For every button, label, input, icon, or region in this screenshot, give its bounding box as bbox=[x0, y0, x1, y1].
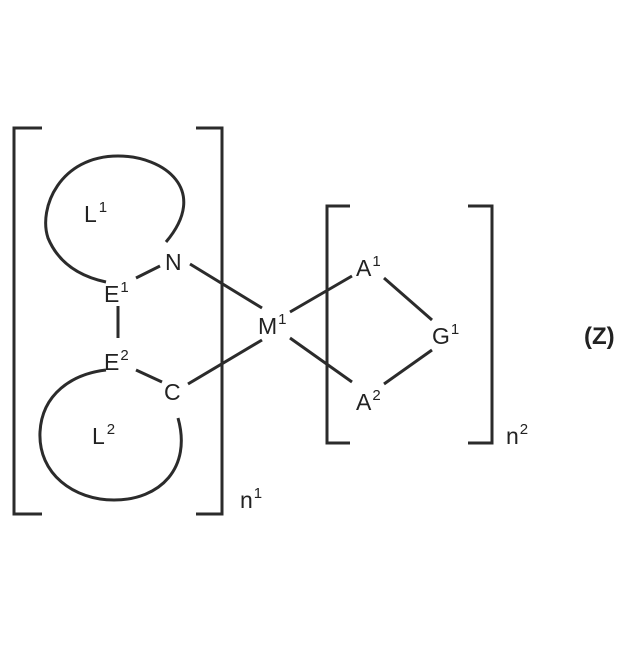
right-bracket-open bbox=[327, 206, 350, 443]
atom-a1: A1 bbox=[356, 253, 381, 281]
bond-c-m1 bbox=[188, 340, 262, 384]
bond-n-m1 bbox=[190, 264, 262, 308]
left-bracket-open bbox=[14, 128, 42, 514]
atom-a2: A2 bbox=[356, 387, 381, 415]
bond-m1-a1 bbox=[290, 276, 352, 312]
bond-a2-g1 bbox=[384, 350, 432, 384]
atom-l1: L1 bbox=[84, 199, 107, 227]
atom-n: N bbox=[165, 249, 182, 275]
left-bracket-close bbox=[196, 128, 222, 514]
subscript-n2: n2 bbox=[506, 421, 528, 449]
atom-e1: E1 bbox=[104, 279, 129, 307]
atom-l2: L2 bbox=[92, 421, 115, 449]
bond-e2-c bbox=[136, 370, 162, 382]
atom-m1: M1 bbox=[258, 311, 287, 339]
formula-label: (Z) bbox=[584, 323, 615, 350]
bond-e1-n bbox=[136, 266, 160, 278]
bond-m1-a2 bbox=[290, 338, 352, 382]
atom-c: C bbox=[164, 379, 181, 405]
atom-g1: G1 bbox=[432, 321, 459, 349]
bond-a1-g1 bbox=[384, 278, 432, 320]
ring-l1-arc bbox=[46, 156, 184, 282]
subscript-n1: n1 bbox=[240, 485, 262, 513]
right-bracket-close bbox=[468, 206, 492, 443]
atom-e2: E2 bbox=[104, 347, 129, 375]
